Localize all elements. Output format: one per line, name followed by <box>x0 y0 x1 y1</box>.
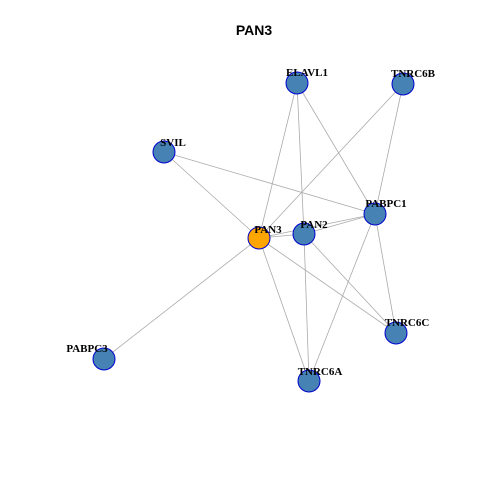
node-label-elavl1: ELAVL1 <box>286 67 328 79</box>
edge-tnrc6b-pan3 <box>258 83 404 239</box>
edge-pan3-tnrc6a <box>258 237 310 382</box>
node-label-pan3: PAN3 <box>254 224 282 236</box>
node-label-pabpc1: PABPC1 <box>365 198 406 210</box>
edges-layer <box>103 82 404 382</box>
node-label-tnrc6b: TNRC6B <box>391 68 436 80</box>
node-tnrc6c <box>384 321 408 345</box>
edge-svil-pan3 <box>163 151 260 239</box>
node-tnrc6b <box>391 72 415 96</box>
node-pabpc1 <box>363 202 387 226</box>
edge-elavl1-pabpc1 <box>296 82 376 215</box>
edge-pan2-tnrc6a <box>303 233 310 382</box>
nodes-layer <box>92 71 415 393</box>
node-tnrc6a <box>297 369 321 393</box>
edge-pan3-tnrc6c <box>258 237 397 334</box>
edge-pabpc1-tnrc6c <box>374 213 397 334</box>
node-label-tnrc6a: TNRC6A <box>298 366 343 378</box>
node-label-svil: SVIL <box>160 137 186 149</box>
node-svil <box>152 140 176 164</box>
edge-pan2-pabpc1 <box>303 213 376 235</box>
node-elavl1 <box>285 71 309 95</box>
node-label-pan2: PAN2 <box>300 219 328 231</box>
edge-tnrc6b-pabpc1 <box>374 83 404 215</box>
diagram-title: PAN3 <box>236 22 273 38</box>
node-label-tnrc6c: TNRC6C <box>385 317 430 329</box>
edge-elavl1-pan3 <box>258 82 298 239</box>
edge-pan2-tnrc6c <box>303 233 397 334</box>
edge-svil-pabpc1 <box>163 151 376 215</box>
edge-pabpc1-tnrc6a <box>308 213 376 382</box>
node-pan3 <box>247 226 271 250</box>
edge-pan3-pabpc1 <box>258 213 376 239</box>
node-label-pabpc3: PABPC3 <box>66 343 108 355</box>
node-pan2 <box>292 222 316 246</box>
edge-pan3-pabpc3 <box>103 237 260 360</box>
edge-elavl1-pan2 <box>296 82 305 235</box>
node-pabpc3 <box>92 347 116 371</box>
